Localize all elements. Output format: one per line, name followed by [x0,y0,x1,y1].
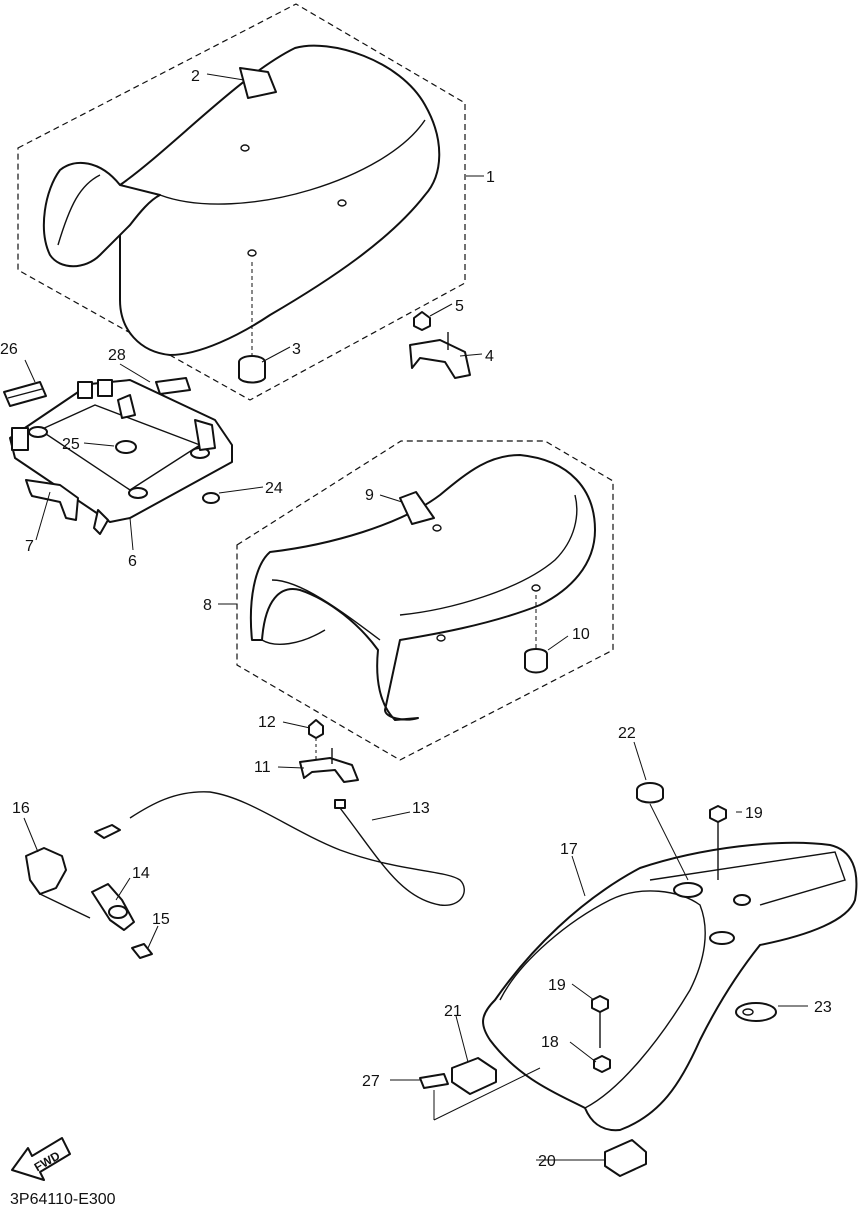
diagram-code: 3P64110-E300 [10,1191,116,1208]
clip-21 [451,1057,497,1095]
callout-8: 8 [203,597,212,614]
callout-25: 25 [62,436,80,453]
callout-17: 17 [560,841,578,858]
tail-cover [482,841,858,1132]
lock-screw [131,943,153,959]
callout-7: 7 [25,538,34,555]
callout-2: 2 [191,68,200,85]
callout-6: 6 [128,553,137,570]
rear-seat-damper [524,595,548,674]
callout-24: 24 [265,480,283,497]
seat-hook-bracket [409,332,471,379]
bracket-nut [413,311,431,331]
clip-20 [604,1139,647,1177]
lock-lever [25,847,91,919]
grommet-24 [202,492,220,504]
label-28 [155,377,191,395]
callout-27: 27 [362,1073,380,1090]
rear-bracket-nut [308,719,324,760]
callout-4: 4 [485,348,494,365]
callout-1: 1 [486,169,495,186]
front-seat-label-tab [239,67,277,99]
seat-base-frame [9,379,233,535]
front-seat [43,44,441,356]
callout-28: 28 [108,347,126,364]
callout-13: 13 [412,800,430,817]
callout-23: 23 [814,999,832,1016]
callout-15: 15 [152,911,170,928]
callout-16: 16 [12,800,30,817]
callout-3: 3 [292,341,301,358]
rear-seat-group-outline [236,440,614,761]
callout-numbers: 2 1 3 5 4 26 28 25 24 7 6 9 8 10 12 11 1… [0,68,832,1170]
callout-26: 26 [0,341,18,358]
callout-20: 20 [538,1153,556,1170]
callout-14: 14 [132,865,150,882]
callout-22: 22 [618,725,636,742]
callout-12: 12 [258,714,276,731]
fwd-arrow-icon: FWD [11,1137,71,1181]
rear-seat [249,454,596,721]
label-27 [419,1067,541,1121]
callout-19-lower: 19 [548,977,566,994]
grommet-25 [115,440,137,454]
callout-9: 9 [365,487,374,504]
label-26 [3,381,47,407]
seat-lock-bracket [25,479,79,521]
seat-lock [91,883,135,931]
callout-10: 10 [572,626,590,643]
bolt-18 [593,1055,611,1073]
grommet-22 [636,782,689,881]
leader-lines [23,73,808,1161]
callout-21: 21 [444,1003,462,1020]
rear-seat-label-tab [399,491,435,525]
bolt-19-upper [709,805,727,880]
callout-11: 11 [254,759,271,776]
bolt-19-lower [591,995,609,1048]
callout-19-upper: 19 [745,805,763,822]
front-seat-damper [238,262,266,384]
callout-18: 18 [541,1034,559,1051]
seat-lock-cable [94,791,465,906]
callout-5: 5 [455,298,464,315]
front-seat-group-outline [17,3,466,401]
rear-hook-bracket [299,748,359,783]
washer-23 [735,1002,777,1022]
